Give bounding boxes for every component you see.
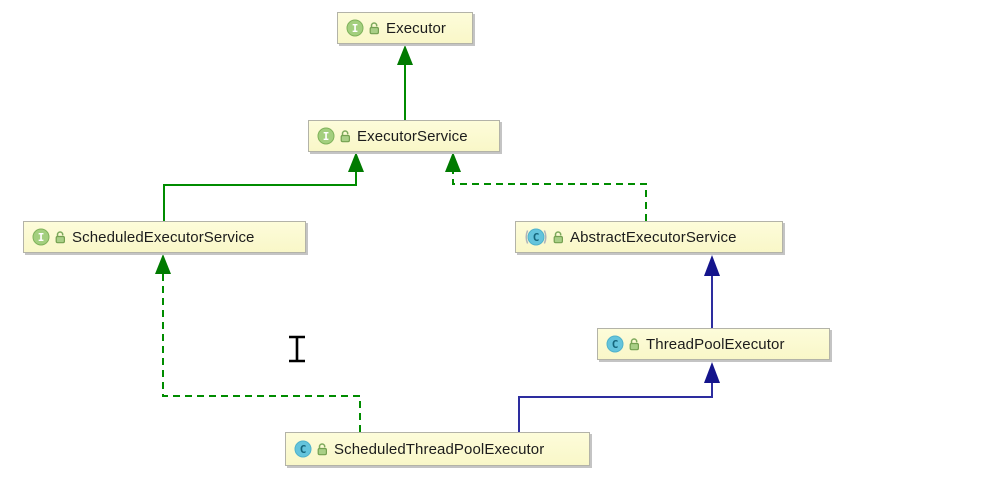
class-node-executorservice[interactable]: I ExecutorService: [308, 120, 500, 152]
class-name-label: ScheduledExecutorService: [72, 228, 255, 246]
unlocked-padlock-icon: [369, 22, 379, 35]
class-name-label: ExecutorService: [357, 127, 468, 145]
arrowhead-up: [704, 362, 720, 383]
edge-scheduledthreadpoolexecutor-to-threadpoolexecutor[interactable]: [518, 362, 720, 432]
class-node-threadpoolexecutor[interactable]: C ThreadPoolExecutor: [597, 328, 830, 360]
svg-text:I: I: [38, 231, 45, 244]
svg-text:C: C: [533, 231, 540, 244]
edge-executorservice-to-executor[interactable]: [397, 45, 413, 120]
svg-text:I: I: [352, 22, 359, 35]
class-name-label: AbstractExecutorService: [570, 228, 737, 246]
unlocked-padlock-icon: [55, 231, 65, 244]
class-name-label: ThreadPoolExecutor: [646, 335, 785, 353]
arrowhead-up: [704, 255, 720, 276]
class-node-abstractexecutorservice[interactable]: C AbstractExecutorService: [515, 221, 783, 253]
class-node-scheduledthreadpoolexecutor[interactable]: C ScheduledThreadPoolExecutor: [285, 432, 590, 466]
interface-icon: I: [346, 19, 364, 37]
text-cursor-icon: [289, 335, 305, 363]
abstract-class-icon: C: [525, 228, 547, 246]
interface-icon: I: [317, 127, 335, 145]
class-node-executor[interactable]: I Executor: [337, 12, 473, 44]
arrowhead-up: [348, 152, 364, 172]
interface-icon: I: [32, 228, 50, 246]
svg-text:I: I: [323, 130, 330, 143]
class-icon: C: [294, 440, 312, 458]
edge-abstractexecutorservice-to-executorservice[interactable]: [445, 152, 647, 221]
class-node-scheduledexecutorservice[interactable]: I ScheduledExecutorService: [23, 221, 306, 253]
unlocked-padlock-icon: [553, 231, 563, 244]
edge-scheduledthreadpoolexecutor-to-scheduledexecutorservice[interactable]: [155, 254, 361, 432]
arrowhead-up: [155, 254, 171, 274]
class-icon: C: [606, 335, 624, 353]
unlocked-padlock-icon: [317, 443, 327, 456]
class-name-label: Executor: [386, 19, 446, 37]
class-name-label: ScheduledThreadPoolExecutor: [334, 440, 545, 458]
svg-text:C: C: [300, 443, 307, 456]
svg-text:C: C: [612, 338, 619, 351]
edge-scheduledexecutorservice-to-executorservice[interactable]: [163, 152, 364, 221]
unlocked-padlock-icon: [340, 130, 350, 143]
edge-threadpoolexecutor-to-abstractexecutorservice[interactable]: [704, 255, 720, 328]
unlocked-padlock-icon: [629, 338, 639, 351]
arrowhead-up: [445, 152, 461, 172]
arrowhead-up: [397, 45, 413, 65]
